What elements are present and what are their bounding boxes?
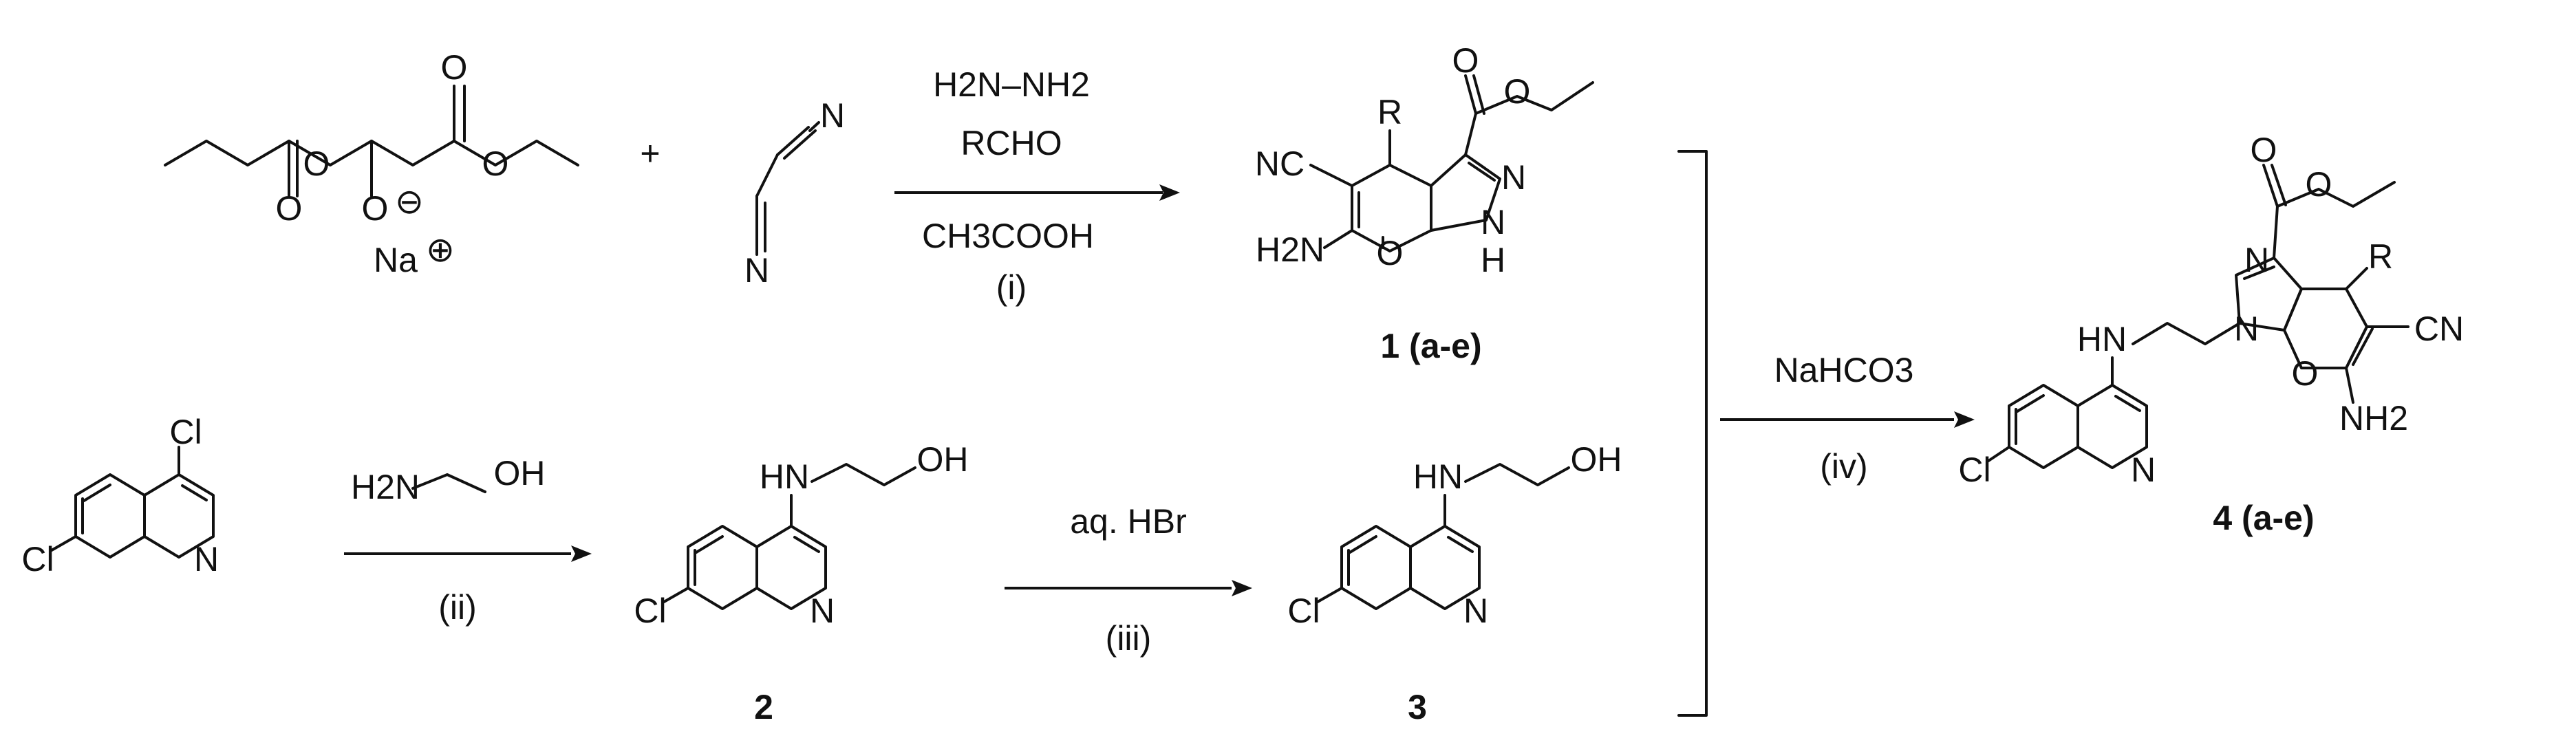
chloro-7: Cl [21,540,54,578]
ethanolamine-h2n: H2N [351,468,420,506]
pyrazole-n1: N [2234,310,2259,348]
quinoline-n: N [2131,451,2156,489]
quinoline-n: N [194,540,219,578]
ester-carbonyl-o: O [2251,131,2277,169]
bracket [1677,150,1708,717]
chloro-7: Cl [1958,451,1990,489]
ester-carbonyl-o: O [1452,41,1479,80]
ethanolamine-oh: OH [494,454,546,493]
compound-label-2: 2 [754,688,773,726]
sodium-label: Na [374,241,418,279]
pyrazole-h: H [1481,241,1505,279]
step-label-i: (i) [996,268,1027,307]
compound-label-4: 4 (a-e) [2213,499,2314,537]
pyran-oxygen: O [2292,354,2319,393]
oxaloacetate-structure: O O O O O ⊖ Na ⊕ [164,48,579,279]
ester-oxygen: O [1504,72,1531,111]
ester-oxygen-left: O [303,144,330,183]
reagent-aldehyde: RCHO [960,124,1062,162]
positive-charge-icon: ⊕ [426,230,455,269]
hydroxyl-oh: OH [1571,440,1622,479]
compound-3-structure: HN OH Cl N [1287,440,1622,630]
dichloroquinoline-structure: Cl Cl N [21,413,219,578]
chloro-7: Cl [634,592,666,630]
pyrazole-n: N [2244,241,2269,279]
compound-1-structure: R O O NC H2N O N N H [1255,41,1594,279]
pyrazole-nh: N [1481,203,1505,241]
reagent-hbr: aq. HBr [1070,502,1187,541]
reaction-arrow-ii: H2N OH (ii) [344,454,592,627]
step-label-iii: (iii) [1106,619,1152,658]
amine-hn: HN [760,457,809,496]
reaction-arrow-i: H2N–NH2 RCHO CH3COOH (i) [894,65,1180,307]
ester-oxygen-right: O [482,144,509,183]
compound-2-structure: HN OH Cl N [634,440,968,630]
pyrazole-n: N [1501,158,1526,197]
amino-h2n: H2N [1256,230,1324,269]
chloro-4: Cl [169,413,202,451]
reaction-arrow-iv: NaHCO3 (iv) [1720,351,1975,486]
step-label-iv: (iv) [1820,447,1867,486]
reagent-acid: CH3COOH [922,217,1094,255]
nitrile-n-top: N [820,96,845,135]
plus-sign: + [640,134,660,173]
compound-label-1: 1 (a-e) [1380,327,1481,365]
compound-label-3: 3 [1408,688,1427,726]
nitrile-n-bottom: N [744,251,769,290]
compound-4-structure: HN Cl N N N O O R O CN NH2 [1958,131,2464,489]
malononitrile-structure: N N [744,96,845,290]
step-label-ii: (ii) [438,588,477,627]
amine-hn: HN [1413,457,1463,496]
ester-oxygen: O [2306,165,2332,204]
pyran-oxygen: O [1377,234,1404,272]
substituent-r: R [2368,237,2393,276]
quinoline-n: N [810,592,835,630]
substituent-r: R [1377,93,1402,131]
nitrile-nc: NC [1255,144,1305,183]
hydroxyl-oh: OH [917,440,969,479]
reagent-base: NaHCO3 [1774,351,1914,389]
carbonyl-oxygen-right: O [441,48,468,87]
chloro-7: Cl [1287,592,1320,630]
amine-hn: HN [2077,320,2127,358]
carbonyl-oxygen-left: O [276,189,303,228]
quinoline-n: N [1463,592,1488,630]
enolate-oxygen: O [362,189,389,228]
negative-charge-icon: ⊖ [395,182,424,221]
reagent-hydrazine: H2N–NH2 [933,65,1090,104]
reaction-arrow-iii: aq. HBr (iii) [1005,502,1252,658]
amino-nh2: NH2 [2339,399,2408,437]
nitrile-cn: CN [2414,310,2464,348]
